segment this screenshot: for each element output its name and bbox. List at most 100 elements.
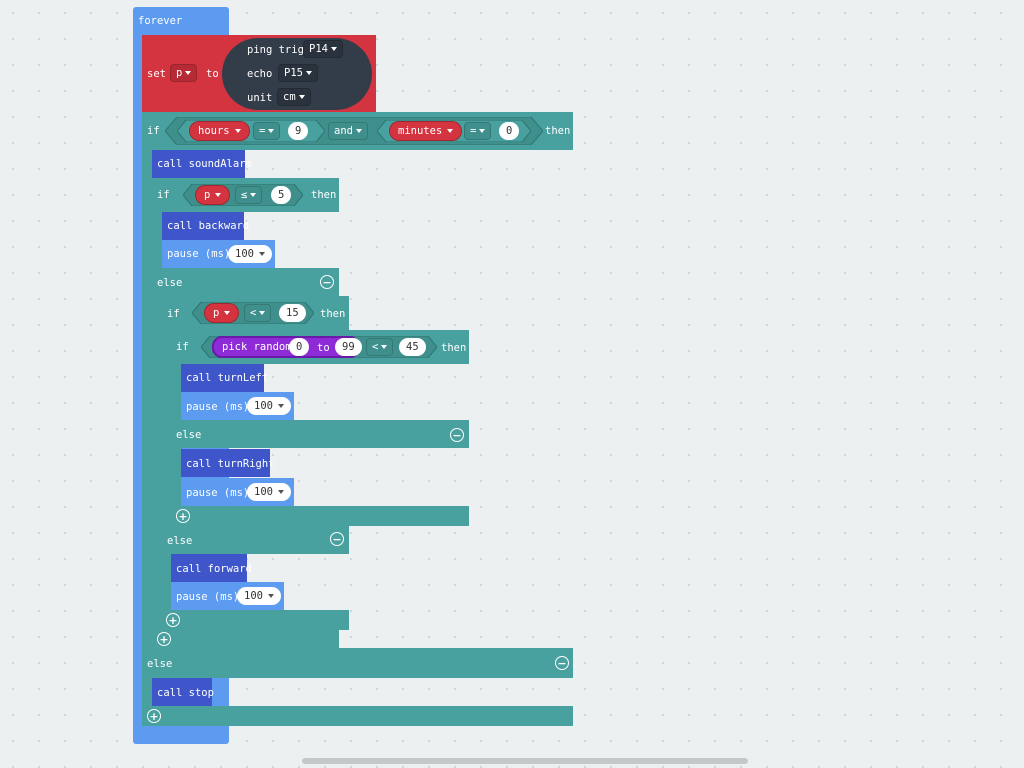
- p-variable[interactable]: p: [195, 185, 231, 205]
- echo-label: echo: [247, 68, 273, 80]
- to-label: to: [317, 342, 330, 354]
- p-variable[interactable]: p: [204, 303, 240, 323]
- unit-value: cm: [283, 91, 296, 103]
- if-footer-bar: [172, 506, 469, 526]
- hours-variable[interactable]: hours: [189, 121, 250, 141]
- random-from-value: 0: [296, 341, 303, 353]
- horizontal-scrollbar[interactable]: [302, 758, 748, 764]
- random-operator-dropdown[interactable]: <: [366, 338, 394, 356]
- chevron-down-icon: [381, 345, 388, 349]
- lt-operator-dropdown[interactable]: <: [244, 304, 272, 322]
- pause-value: 100: [254, 486, 273, 498]
- hours-value-input[interactable]: 9: [288, 122, 309, 140]
- pick-random-block[interactable]: pick random: [212, 336, 360, 358]
- pause-value-dropdown[interactable]: 100: [247, 483, 291, 501]
- call-label: call turnLeft: [186, 372, 269, 384]
- le-operator-dropdown[interactable]: ≤: [235, 186, 263, 204]
- pause-value-dropdown[interactable]: 100: [247, 397, 291, 415]
- else-label: else: [167, 535, 193, 547]
- else-bar: [162, 526, 349, 554]
- pause-label: pause (ms): [176, 591, 240, 603]
- chevron-down-icon: [268, 129, 275, 133]
- call-turnleft-block[interactable]: [181, 364, 264, 392]
- chevron-down-icon: [267, 594, 274, 598]
- minutes-variable[interactable]: minutes: [389, 121, 463, 141]
- if-block-p-lt-15-spine: [162, 296, 172, 630]
- forever-label: forever: [138, 15, 183, 27]
- call-label: call soundAlarm: [157, 158, 252, 170]
- call-label: call stop: [157, 687, 214, 699]
- variable-dropdown[interactable]: p: [170, 64, 198, 82]
- plus-circle-icon[interactable]: +: [157, 632, 171, 646]
- p-name: p: [204, 189, 211, 201]
- if-footer-bar: [162, 610, 349, 630]
- and-dropdown[interactable]: and: [328, 122, 368, 140]
- chevron-down-icon: [355, 129, 362, 133]
- call-label: call backward: [167, 220, 250, 232]
- pause-value: 100: [235, 248, 254, 260]
- call-backward-block[interactable]: [162, 212, 244, 240]
- minus-circle-icon[interactable]: −: [450, 428, 464, 442]
- else-bar: [142, 648, 573, 678]
- chevron-down-icon: [305, 71, 312, 75]
- ping-trig-label: ping trig: [247, 44, 304, 56]
- chevron-down-icon: [298, 95, 305, 99]
- call-stop-block[interactable]: [152, 678, 212, 706]
- hours-operator-dropdown[interactable]: =: [253, 122, 281, 140]
- chevron-down-icon: [277, 404, 284, 408]
- chevron-down-icon: [330, 47, 337, 51]
- random-compare-value: 45: [406, 341, 419, 353]
- else-label: else: [147, 658, 173, 670]
- le-value: 5: [278, 189, 285, 201]
- lt-value-input[interactable]: 15: [279, 304, 306, 322]
- and-value: and: [334, 125, 353, 137]
- call-turnright-block[interactable]: [181, 449, 270, 477]
- chevron-down-icon: [215, 193, 222, 197]
- trig-pin-value: P14: [309, 43, 328, 55]
- random-to-input[interactable]: 99: [335, 338, 362, 356]
- call-forward-block[interactable]: [171, 554, 247, 582]
- minus-circle-icon[interactable]: −: [330, 532, 344, 546]
- chevron-down-icon: [277, 490, 284, 494]
- function-name: turnLeft: [217, 372, 269, 384]
- unit-dropdown[interactable]: cm: [277, 88, 311, 106]
- random-compare-input[interactable]: 45: [399, 338, 426, 356]
- function-name: soundAlarm: [188, 158, 252, 170]
- if-footer-bar: [142, 706, 573, 726]
- pick-random-label: pick random: [222, 341, 292, 353]
- function-name: backward: [198, 220, 250, 232]
- pause-value-dropdown[interactable]: 100: [237, 587, 281, 605]
- minus-circle-icon[interactable]: −: [320, 275, 334, 289]
- minutes-value-input[interactable]: 0: [499, 122, 520, 140]
- pause-value: 100: [254, 400, 273, 412]
- pause-value-dropdown[interactable]: 100: [228, 245, 272, 263]
- chevron-down-icon: [479, 129, 486, 133]
- echo-pin-value: P15: [284, 67, 303, 79]
- le-value-input[interactable]: 5: [271, 186, 292, 204]
- operator-value: <: [372, 341, 379, 353]
- else-label: else: [176, 429, 202, 441]
- lt-value: 15: [286, 307, 299, 319]
- echo-pin-dropdown[interactable]: P15: [278, 64, 318, 82]
- trig-pin-dropdown[interactable]: P14: [303, 40, 343, 58]
- if-label: if: [167, 308, 180, 320]
- chevron-down-icon: [234, 129, 241, 133]
- then-label: then: [311, 189, 337, 201]
- pause-label: pause (ms): [186, 487, 250, 499]
- plus-circle-icon[interactable]: +: [166, 613, 180, 627]
- minutes-value: 0: [506, 125, 513, 137]
- plus-circle-icon[interactable]: +: [176, 509, 190, 523]
- then-label: then: [441, 342, 467, 354]
- chevron-down-icon: [259, 311, 266, 315]
- random-to-value: 99: [342, 341, 355, 353]
- pause-label: pause (ms): [186, 401, 250, 413]
- minutes-name: minutes: [398, 125, 443, 137]
- plus-circle-icon[interactable]: +: [147, 709, 161, 723]
- chevron-down-icon: [447, 129, 454, 133]
- call-soundalarm-block[interactable]: [152, 150, 245, 178]
- hours-value: 9: [295, 125, 302, 137]
- call-label: call forward: [176, 563, 252, 575]
- minus-circle-icon[interactable]: −: [555, 656, 569, 670]
- random-from-input[interactable]: 0: [289, 338, 310, 356]
- minutes-operator-dropdown[interactable]: =: [464, 122, 492, 140]
